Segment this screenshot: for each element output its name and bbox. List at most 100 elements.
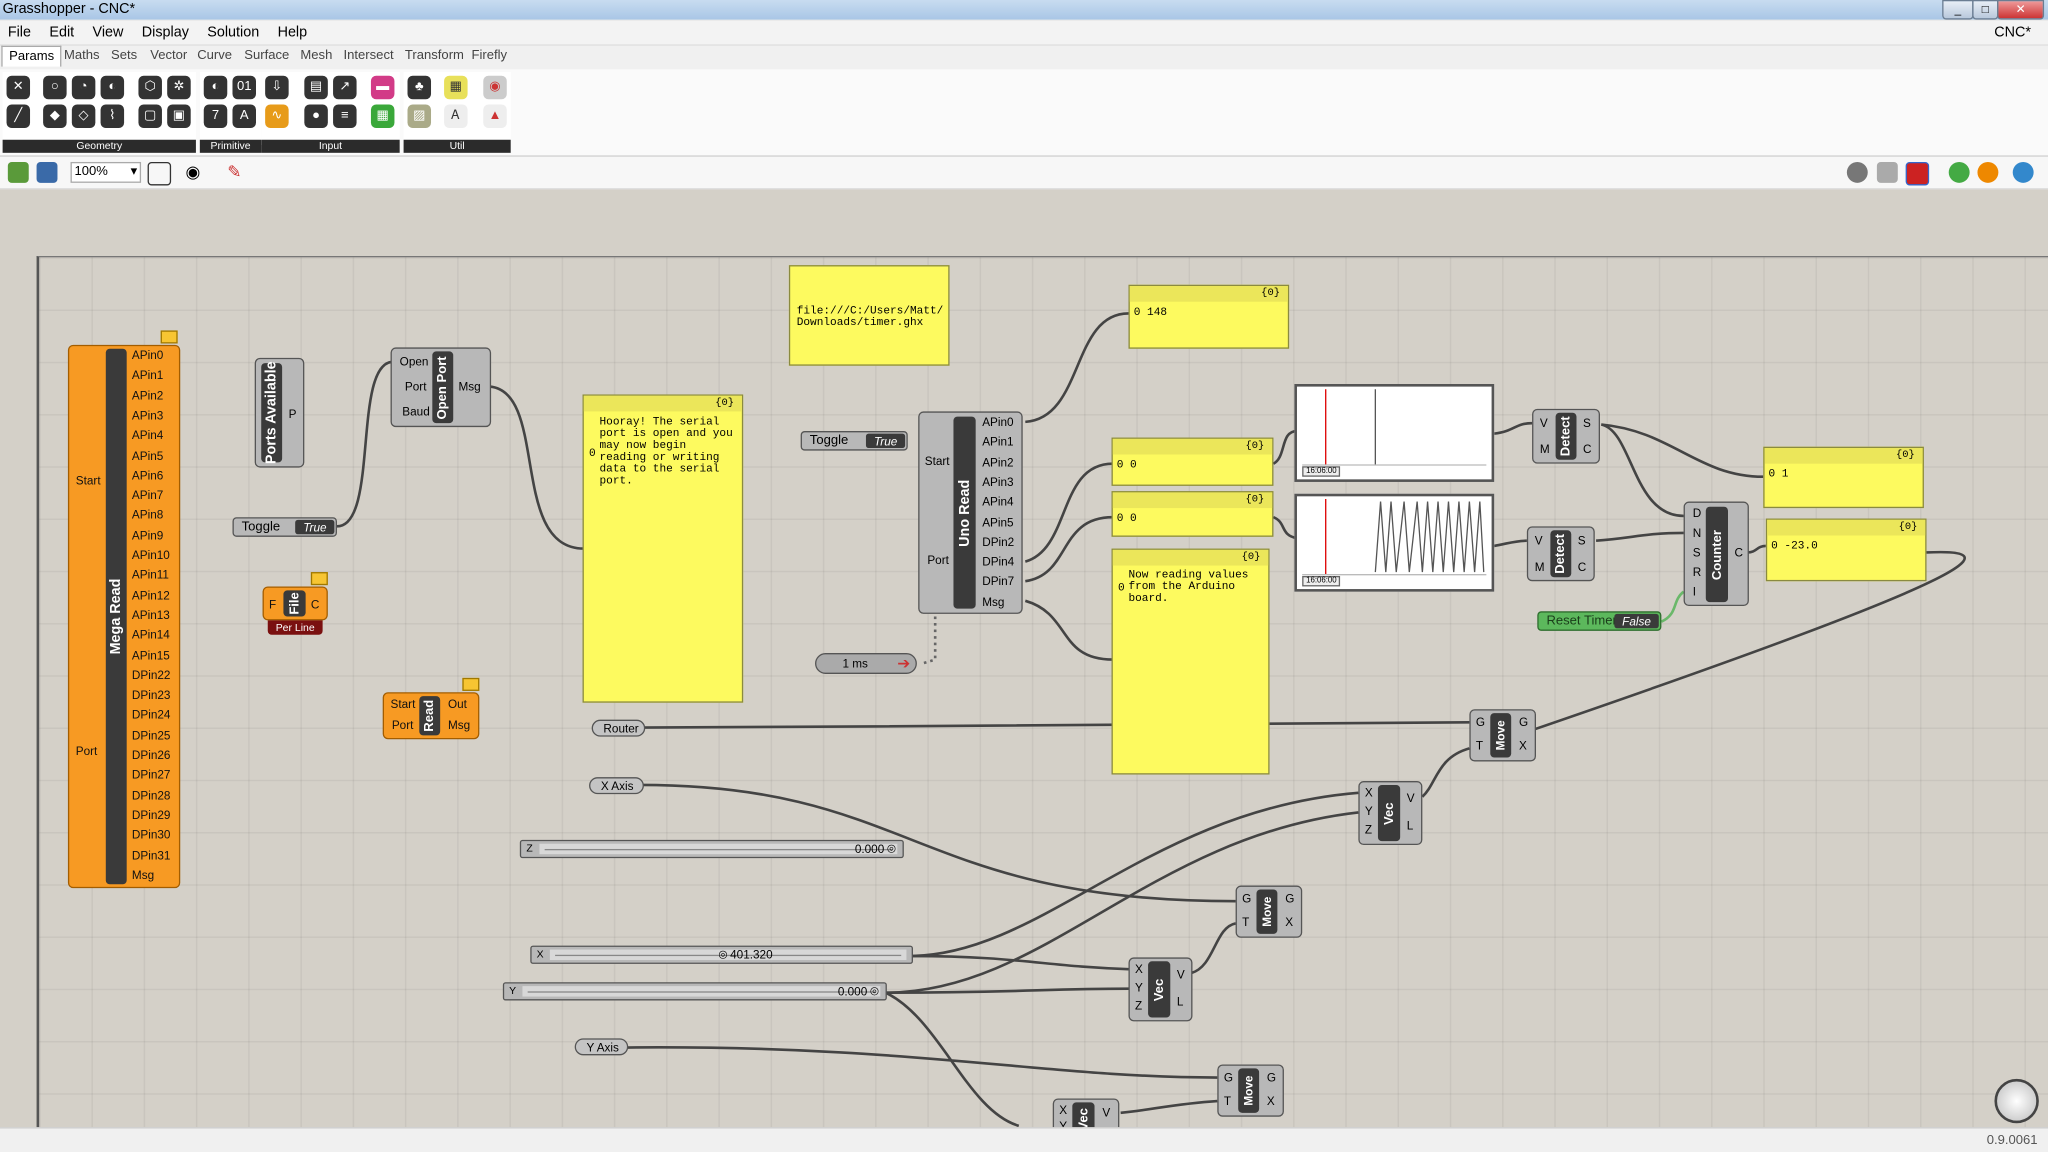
- counter-component[interactable]: D N S R I Counter C: [1683, 501, 1749, 607]
- detect-component[interactable]: V M Detect S C: [1526, 526, 1595, 582]
- text-icon[interactable]: A: [232, 104, 256, 128]
- open-port-component[interactable]: Open Port Baud Open Port Msg: [390, 347, 492, 428]
- detect-component[interactable]: V M Detect S C: [1532, 408, 1600, 464]
- move-component[interactable]: G T Move G X: [1217, 1064, 1284, 1117]
- uno-read-component[interactable]: Start Port Uno Read APin0 APin1 APin2 AP…: [918, 411, 1023, 614]
- menu-solution[interactable]: Solution: [207, 24, 260, 41]
- menu-file[interactable]: File: [7, 24, 31, 41]
- wire-display-icon[interactable]: [1948, 161, 1970, 183]
- flask-icon[interactable]: ▲: [483, 104, 507, 128]
- panel-value[interactable]: {0} 0 0: [1111, 437, 1274, 486]
- x-axis-param[interactable]: X Axis: [589, 777, 644, 795]
- slider-icon[interactable]: ↗: [333, 75, 357, 100]
- graph-icon[interactable]: ∿: [265, 104, 289, 128]
- tree-icon[interactable]: ♣: [407, 75, 432, 100]
- image-icon[interactable]: ▨: [407, 104, 432, 128]
- number-slider-y[interactable]: Y 0.000 ◎: [502, 982, 887, 1001]
- tab-maths[interactable]: Maths: [63, 48, 100, 63]
- panel-serial-status[interactable]: {0} 0 Hooray! The serial port is open an…: [582, 394, 744, 703]
- zoom-select[interactable]: 100%▾: [70, 161, 142, 183]
- import-icon[interactable]: ⇩: [265, 75, 289, 100]
- display-icon[interactable]: [2012, 161, 2034, 183]
- panel-icon[interactable]: ▤: [304, 75, 328, 100]
- tab-curve[interactable]: Curve: [197, 48, 233, 63]
- abc-icon[interactable]: Ꭺ: [444, 104, 468, 128]
- box-icon[interactable]: ▣: [167, 104, 191, 128]
- sketch-icon[interactable]: ✎: [227, 161, 242, 182]
- menu-view[interactable]: View: [92, 24, 124, 41]
- open-icon[interactable]: [7, 161, 29, 183]
- panel-value[interactable]: {0} 0 148: [1128, 284, 1290, 349]
- curve-icon[interactable]: ◐: [100, 75, 125, 100]
- polyline-icon[interactable]: ⌇: [100, 104, 125, 128]
- tab-transform[interactable]: Transform: [404, 48, 464, 63]
- read-component[interactable]: Start Port Read Out Msg: [382, 692, 480, 740]
- geometry-icon[interactable]: ✕: [6, 75, 31, 100]
- canvas[interactable]: [36, 255, 2048, 1129]
- router-param[interactable]: Router: [591, 719, 646, 737]
- vector-xyz-component[interactable]: X Y Z Vec V L: [1128, 957, 1193, 1022]
- y-axis-param[interactable]: Y Axis: [574, 1038, 629, 1056]
- slider-handle[interactable]: ◎: [886, 842, 896, 855]
- number-slider-z[interactable]: Z 0.000 ◎: [519, 839, 904, 859]
- file-component[interactable]: F File C: [262, 586, 328, 621]
- tab-vector[interactable]: Vector: [150, 48, 188, 63]
- binary-icon[interactable]: 01: [232, 75, 256, 100]
- preview-shaded-icon[interactable]: [1876, 161, 1898, 183]
- gradient-icon[interactable]: ▬: [370, 75, 395, 100]
- timer-component[interactable]: 1 ms ➔: [815, 653, 917, 674]
- tab-mesh[interactable]: Mesh: [300, 48, 333, 63]
- surface-icon[interactable]: ▢: [138, 104, 162, 128]
- menu-edit[interactable]: Edit: [49, 24, 75, 41]
- plane-icon[interactable]: ◆: [43, 104, 67, 128]
- tab-params[interactable]: Params: [1, 45, 62, 67]
- ports-available-component[interactable]: Ports Available P: [254, 357, 305, 468]
- tab-intersect[interactable]: Intersect: [343, 48, 394, 63]
- boolean-toggle[interactable]: Toggle True: [232, 517, 337, 537]
- number-icon[interactable]: 7: [203, 104, 228, 128]
- arc-icon[interactable]: ◔: [71, 75, 96, 100]
- eye-icon[interactable]: ◉: [185, 161, 201, 182]
- toggle-value[interactable]: False: [1614, 613, 1659, 629]
- value-graph[interactable]: 16:06:00: [1294, 383, 1495, 482]
- circle-icon[interactable]: ○: [43, 75, 67, 100]
- mesh-icon[interactable]: ✲: [167, 75, 191, 100]
- save-icon[interactable]: [36, 161, 58, 183]
- vector-xyz-component[interactable]: X Y Z Vec V L: [1358, 781, 1423, 846]
- point-icon[interactable]: ◇: [71, 104, 96, 128]
- tab-sets[interactable]: Sets: [111, 48, 138, 63]
- panel-file-path[interactable]: file:///C:/Users/Matt/ Downloads/timer.g…: [788, 265, 950, 366]
- toggle-value[interactable]: True: [295, 519, 335, 535]
- close-button[interactable]: ✕: [1997, 0, 2045, 20]
- material-icon[interactable]: [1977, 161, 1999, 183]
- panel-reading-status[interactable]: {0} 0 Now reading values from the Arduin…: [1111, 548, 1270, 775]
- brep-icon[interactable]: ⬡: [138, 75, 162, 100]
- number-slider-x[interactable]: X ◎ 401.320: [530, 945, 913, 964]
- slider-handle[interactable]: ◎: [869, 984, 880, 997]
- tab-surface[interactable]: Surface: [244, 48, 290, 63]
- palette-icon[interactable]: ▦: [370, 104, 395, 128]
- menu-display[interactable]: Display: [141, 24, 189, 41]
- move-component[interactable]: G T Move G X: [1469, 709, 1536, 762]
- note-icon[interactable]: ▦: [444, 75, 468, 100]
- button-icon[interactable]: ●: [304, 104, 328, 128]
- move-component[interactable]: G T Move G X: [1235, 885, 1303, 938]
- panel-value[interactable]: {0} 0 -23.0: [1765, 518, 1927, 582]
- value-graph[interactable]: 16:06:00: [1294, 493, 1495, 592]
- list-icon[interactable]: ≡: [333, 104, 357, 128]
- panel-value[interactable]: {0} 0 1: [1763, 446, 1924, 509]
- menu-help[interactable]: Help: [277, 24, 308, 41]
- color-icon[interactable]: ◉: [483, 75, 507, 100]
- zoom-extents-icon[interactable]: [147, 161, 172, 186]
- boolean-icon[interactable]: ◐: [203, 75, 228, 100]
- mega-read-component[interactable]: Mega Read Start Port APin0 APin1 APin2 A…: [67, 344, 181, 889]
- navigation-compass-icon[interactable]: [1994, 1078, 2039, 1124]
- boolean-toggle[interactable]: Toggle True: [800, 431, 908, 451]
- slider-handle[interactable]: ◎: [718, 948, 728, 960]
- tab-firefly[interactable]: Firefly: [471, 48, 508, 63]
- preview-wire-icon[interactable]: [1846, 161, 1868, 183]
- preview-selected-icon[interactable]: [1905, 161, 1930, 186]
- line-icon[interactable]: ╱: [6, 104, 31, 128]
- reset-timer-toggle[interactable]: Reset Timer False: [1537, 611, 1662, 631]
- toggle-value[interactable]: True: [866, 433, 906, 448]
